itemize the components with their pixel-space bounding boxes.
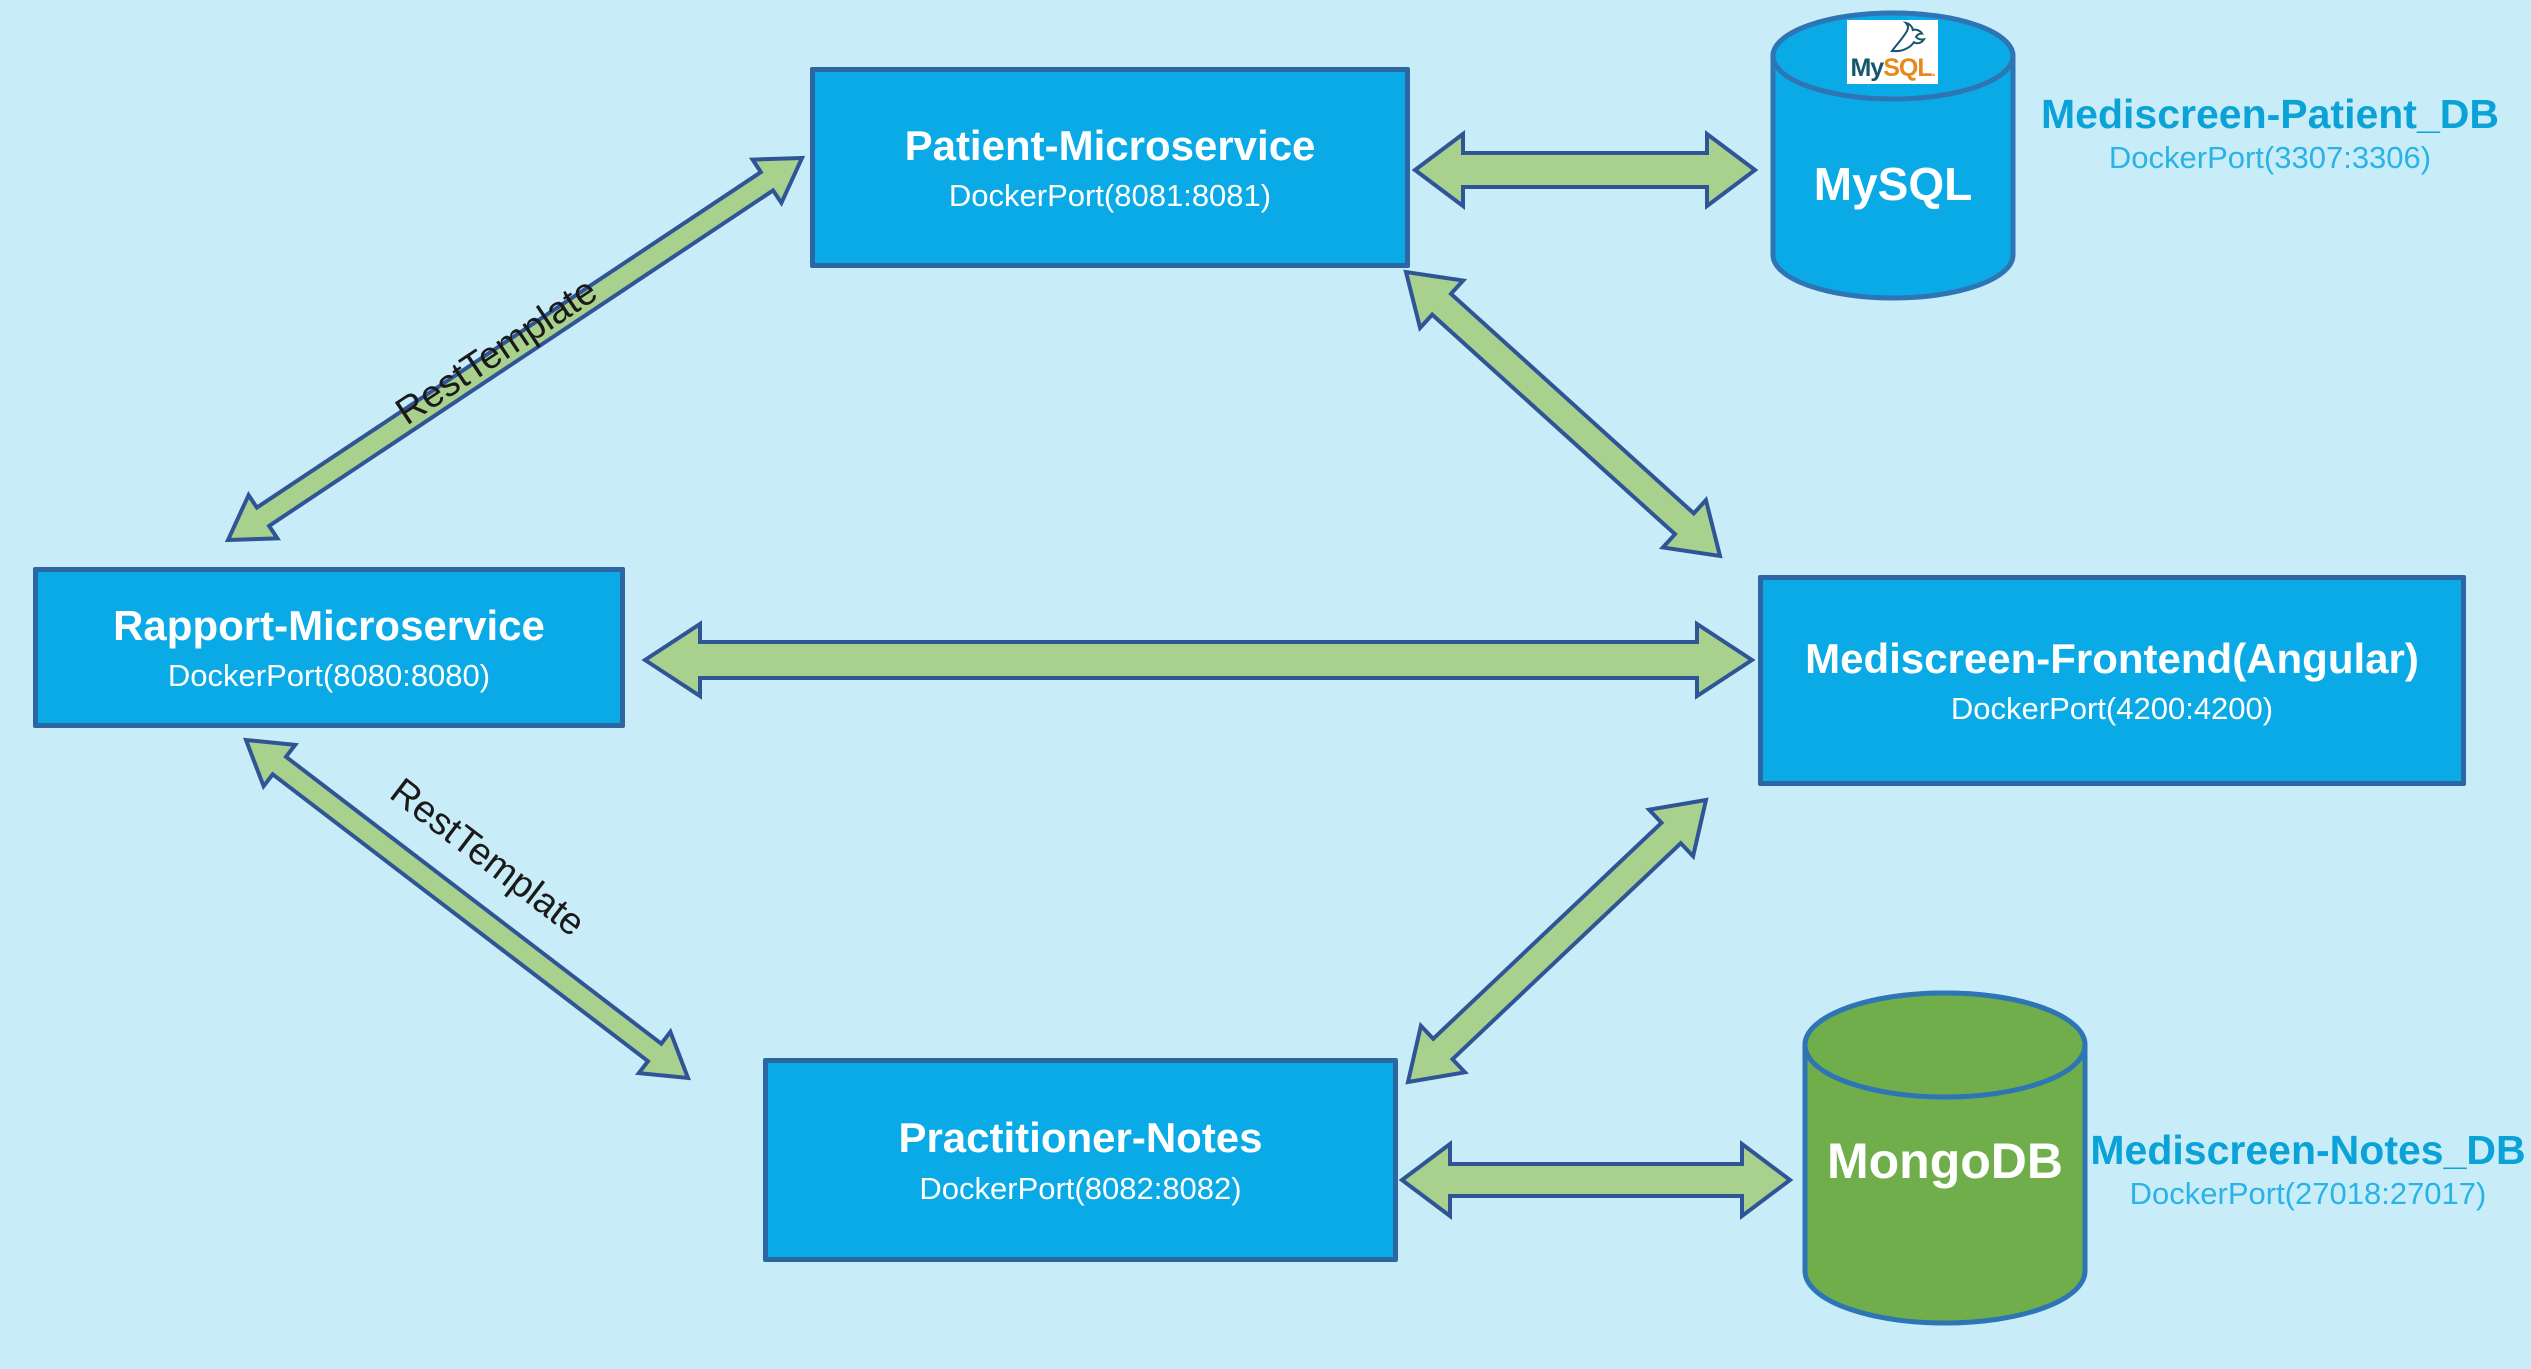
mongodb-db-label-title: Mediscreen-Notes_DB xyxy=(2090,1127,2526,1173)
arrow-rapport-frontend xyxy=(641,620,1756,700)
mongodb-cylinder-name: MongoDB xyxy=(1826,1133,2064,1189)
arrow-patient-mysql xyxy=(1411,130,1759,210)
mysql-logo: MySQL. xyxy=(1847,20,1938,84)
arrow-patient-frontend xyxy=(1403,269,1723,559)
mysql-cylinder-name: MySQL xyxy=(1813,158,1973,210)
rapport-microservice-port: DockerPort(8080:8080) xyxy=(167,658,491,694)
mongodb-cylinder-shape xyxy=(1802,990,2088,1326)
rapport-microservice-title: Rapport-Microservice xyxy=(113,601,545,649)
mediscreen-frontend-title: Mediscreen-Frontend(Angular) xyxy=(1805,634,2419,682)
mediscreen-frontend-node: Mediscreen-Frontend(Angular) DockerPort(… xyxy=(1758,575,2466,786)
rapport-microservice-node: Rapport-Microservice DockerPort(8080:808… xyxy=(33,567,625,728)
mysql-logo-text: MySQL. xyxy=(1850,54,1935,82)
practitioner-notes-node: Practitioner-Notes DockerPort(8082:8082) xyxy=(763,1058,1398,1262)
mongodb-db-label: Mediscreen-Notes_DB DockerPort(27018:270… xyxy=(2085,1127,2531,1212)
mongodb-db-label-port: DockerPort(27018:27017) xyxy=(2129,1176,2487,1212)
patient-microservice-port: DockerPort(8081:8081) xyxy=(948,178,1272,214)
practitioner-notes-port: DockerPort(8082:8082) xyxy=(919,1170,1242,1206)
mysql-db-label-port: DockerPort(3307:3306) xyxy=(2108,140,2432,176)
arrow-rapport-practitioner xyxy=(242,737,692,1081)
mysql-db-label-title: Mediscreen-Patient_DB xyxy=(2041,91,2499,137)
arrow-practitioner-mongo xyxy=(1398,1140,1794,1220)
mysql-dolphin-icon xyxy=(1890,21,1926,53)
arrow-frontend-practitioner xyxy=(1405,797,1709,1085)
practitioner-notes-title: Practitioner-Notes xyxy=(898,1114,1263,1162)
patient-microservice-title: Patient-Microservice xyxy=(904,121,1316,169)
arrow-rapport-patient xyxy=(224,155,806,543)
mysql-db-label: Mediscreen-Patient_DB DockerPort(3307:33… xyxy=(2020,91,2520,176)
patient-microservice-node: Patient-Microservice DockerPort(8081:808… xyxy=(810,67,1410,268)
mediscreen-frontend-port: DockerPort(4200:4200) xyxy=(1950,691,2274,727)
